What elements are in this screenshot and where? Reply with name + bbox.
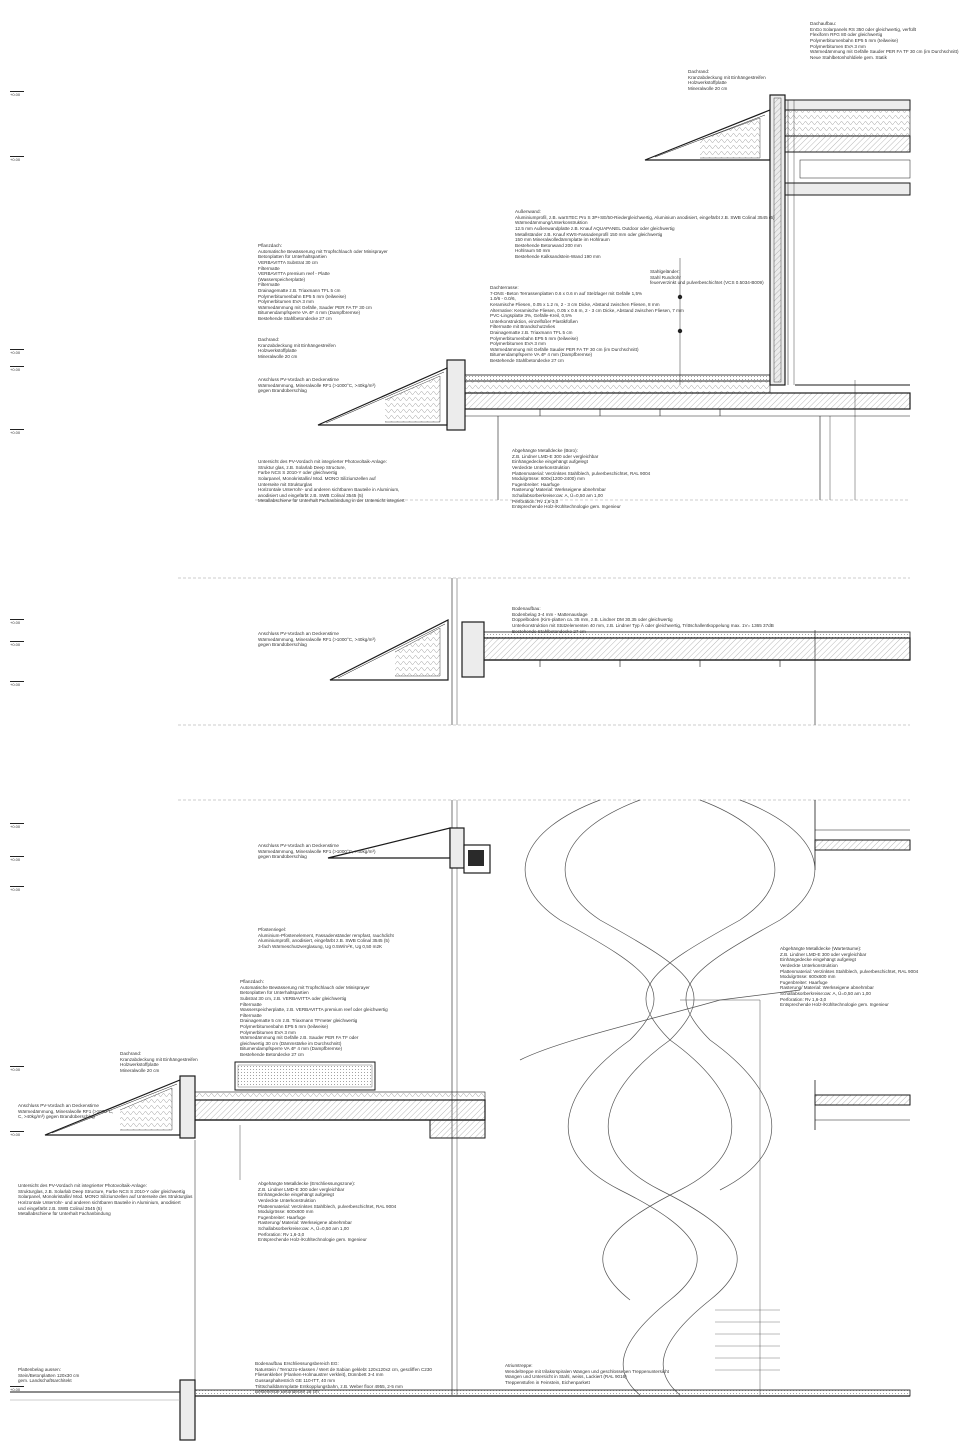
roof-slab-top bbox=[784, 99, 911, 111]
level-marker: +0.00 bbox=[10, 640, 24, 647]
level-marker: +0.00 bbox=[10, 885, 24, 892]
slab-edge-mid bbox=[461, 621, 485, 678]
note-aussenwand: Außenwand:Aluminiumprofil, z.B. warSTEC … bbox=[515, 209, 775, 259]
note-bodenaufbau-1: Bodenaufbau:Bodenbelag 3-4 mm - Mattenau… bbox=[512, 606, 774, 634]
note-pflanzdach-2: Pflanzdach:Automatische Bewässerung mit … bbox=[240, 979, 388, 1057]
note-dachaufbau-top: Dachaufbau:EnGo Solarpanels RS 350 oder … bbox=[810, 21, 959, 60]
roof-deck-top bbox=[784, 135, 911, 153]
entrance-roof-slab bbox=[194, 1091, 486, 1101]
note-untersicht-2: Untersicht des PV-Vordach mit integriert… bbox=[18, 1183, 193, 1217]
terrace-paving bbox=[464, 374, 771, 382]
note-dachterrasse: Dachterrasse:7-DNS -Beton Terrassenplatt… bbox=[490, 285, 684, 363]
lower-entrance-section bbox=[10, 799, 911, 1441]
level-marker: +0.00 bbox=[10, 155, 24, 162]
level-marker: +0.00 bbox=[10, 1385, 24, 1392]
note-plattenbelag: Plattenbelag aussen:Stein/Betonplatten 1… bbox=[18, 1367, 80, 1384]
level-marker: +0.00 bbox=[10, 428, 24, 435]
note-abgehaengte-decke-3: Abgehängte Metalldecke (Warteräume):Z.B.… bbox=[780, 946, 919, 1008]
note-pfostenriegel: Pfostenriegel:Aluminium-Pfostenelement, … bbox=[258, 927, 394, 949]
upper-roof-section bbox=[255, 94, 911, 501]
middle-floor-section bbox=[178, 577, 911, 726]
level-marker: +0.00 bbox=[10, 1065, 24, 1072]
level-marker: +0.00 bbox=[10, 855, 24, 862]
terrace-concrete-slab bbox=[464, 392, 911, 410]
note-pflanzdach: Pflanzdach:Automatische Bewässerung mit … bbox=[258, 243, 388, 321]
note-dachrand-top: Dachrand:Kranzabdeckung mit Einhängestre… bbox=[688, 69, 766, 91]
note-abgehaengte-decke-2: Abgehängte Metalldecke (Erschliessungszo… bbox=[258, 1181, 397, 1243]
roof-insulation-top bbox=[784, 109, 911, 137]
note-dachrand-mid: Dachrand:Kranzabdeckung mit Einhängestre… bbox=[258, 337, 336, 359]
note-abgehaengte-decke-1: Abgehängte Metalldecke (Büro):Z.B. Lindn… bbox=[512, 448, 651, 510]
parapet-mid bbox=[446, 359, 466, 431]
level-marker: +0.00 bbox=[10, 618, 24, 625]
spiral-stair bbox=[519, 799, 816, 1396]
level-marker: +0.00 bbox=[10, 365, 24, 372]
level-marker: +0.00 bbox=[10, 822, 24, 829]
terrace-insulation bbox=[464, 380, 771, 394]
level-marker: +0.00 bbox=[10, 680, 24, 687]
level-marker: +0.00 bbox=[10, 90, 24, 97]
note-dachrand-low: Dachrand:Kranzabdeckung mit Einhängestre… bbox=[120, 1051, 198, 1073]
level-marker: +0.00 bbox=[10, 1130, 24, 1137]
level-marker: +0.00 bbox=[10, 348, 24, 355]
note-atriumtreppe: Atriumtreppe:Wendeltreppe mit trilaksrsp… bbox=[505, 1363, 669, 1385]
note-bodenaufbau-2: Bodenaufbau Erschliessungsbereich EG:Nat… bbox=[255, 1361, 432, 1395]
note-untersicht-1: Untersicht des PV-Vordach mit integriert… bbox=[258, 459, 405, 504]
